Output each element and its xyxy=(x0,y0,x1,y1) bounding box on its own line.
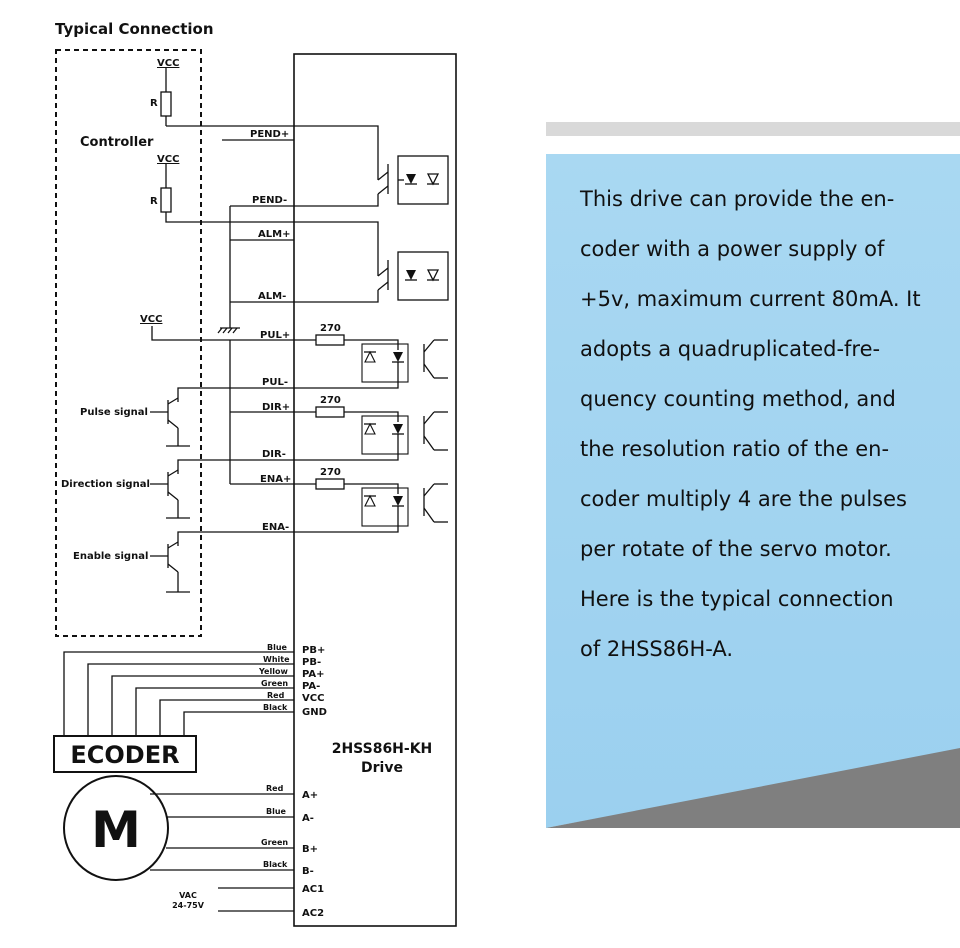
input-opto-pul: 270 xyxy=(294,323,448,389)
pin-pend-plus: PEND+ xyxy=(250,129,289,140)
pin-ac1: AC1 xyxy=(302,884,324,895)
info-line: This drive can provide the en- xyxy=(580,187,895,211)
power-label-vac: VAC xyxy=(179,891,197,900)
motor-label: M xyxy=(91,801,141,859)
drive-name: 2HSS86H-KH xyxy=(332,741,433,757)
optocoupler-alm xyxy=(294,251,449,303)
resistor-270-dir: 270 xyxy=(320,395,341,406)
motor-wire-red: Red xyxy=(266,784,284,793)
resistor-label-1: R xyxy=(150,98,158,109)
pin-pul-plus: PUL+ xyxy=(260,330,290,341)
controller-box xyxy=(55,49,202,637)
vcc-label-3: VCC xyxy=(140,314,162,325)
transistor-enable: Enable signal xyxy=(73,541,190,593)
pin-pa-plus: PA+ xyxy=(302,669,325,680)
drive-box xyxy=(293,53,457,927)
vcc-label-2: VCC xyxy=(157,154,179,165)
resistor-label-2: R xyxy=(150,196,158,207)
pin-a-plus: A+ xyxy=(302,790,318,801)
enc-wire-black: Black xyxy=(263,703,288,712)
transistor-direction: Direction signal xyxy=(61,469,190,519)
pin-dir-minus: DIR- xyxy=(262,449,286,460)
info-line: the resolution ratio of the en- xyxy=(580,437,890,461)
enc-wire-green: Green xyxy=(261,679,288,688)
info-text: This drive can provide the en- coder wit… xyxy=(580,174,950,674)
pin-pa-minus: PA- xyxy=(302,681,320,692)
drive-name-2: Drive xyxy=(361,760,403,776)
diagram-title: Typical Connection xyxy=(55,20,214,38)
info-line: +5v, maximum current 80mA. It xyxy=(580,287,921,311)
vcc-label-1: VCC xyxy=(157,58,179,69)
input-opto-dir: 270 xyxy=(294,395,448,461)
resistor-1 xyxy=(160,91,172,117)
encoder-box xyxy=(53,735,197,773)
enc-wire-red: Red xyxy=(267,691,285,700)
pin-alm-minus: ALM- xyxy=(258,291,286,302)
direction-signal-label: Direction signal xyxy=(61,479,150,490)
pin-gnd: GND xyxy=(302,707,327,718)
pin-pend-minus: PEND- xyxy=(252,195,287,206)
pin-pul-minus: PUL- xyxy=(262,377,288,388)
controller-label: Controller xyxy=(80,135,154,150)
pulse-signal-label: Pulse signal xyxy=(80,407,148,418)
info-line: per rotate of the servo motor. xyxy=(580,537,892,561)
resistor-270-ena: 270 xyxy=(320,467,341,478)
pin-pb-minus: PB- xyxy=(302,657,321,668)
pin-b-minus: B- xyxy=(302,866,314,877)
pin-dir-plus: DIR+ xyxy=(262,402,290,413)
pin-b-plus: B+ xyxy=(302,844,318,855)
motor-wire-blue: Blue xyxy=(266,807,287,816)
info-line: of 2HSS86H-A. xyxy=(580,637,734,661)
info-line: Here is the typical connection xyxy=(580,587,894,611)
encoder-label: ECODER xyxy=(70,741,179,769)
pin-ena-plus: ENA+ xyxy=(260,474,291,485)
pin-ena-minus: ENA- xyxy=(262,522,289,533)
motor-circle xyxy=(63,775,169,881)
resistor-270-pul: 270 xyxy=(320,323,341,334)
pin-pb-plus: PB+ xyxy=(302,645,325,656)
info-line: coder multiply 4 are the pulses xyxy=(580,487,907,511)
motor-wiring: Red Blue Green Black A+ A- B+ B- xyxy=(150,784,318,877)
enc-wire-blue: Blue xyxy=(267,643,288,652)
enc-wire-white: White xyxy=(263,655,290,664)
enc-wire-yellow: Yellow xyxy=(258,667,288,676)
pin-a-minus: A- xyxy=(302,813,314,824)
enable-signal-label: Enable signal xyxy=(73,551,148,562)
power-wiring: VAC 24-75V AC1 AC2 xyxy=(172,884,324,919)
info-line: adopts a quadruplicated-fre- xyxy=(580,337,881,361)
pin-alm-plus: ALM+ xyxy=(258,229,290,240)
motor-wire-black: Black xyxy=(263,860,288,869)
optocoupler-pend xyxy=(294,155,449,207)
info-top-bar xyxy=(546,122,960,136)
encoder-wiring: Blue White Yellow Green Red Black PB+ PB… xyxy=(63,643,327,736)
info-line: coder with a power supply of xyxy=(580,237,885,261)
power-label-range: 24-75V xyxy=(172,901,205,910)
resistor-2 xyxy=(160,187,172,213)
pin-vcc: VCC xyxy=(302,693,324,704)
info-line: quency counting method, and xyxy=(580,387,896,411)
motor-wire-green: Green xyxy=(261,838,288,847)
info-panel xyxy=(546,154,960,828)
pin-ac2: AC2 xyxy=(302,908,324,919)
input-opto-ena: 270 xyxy=(294,467,448,533)
transistor-pulse: Pulse signal xyxy=(80,397,190,447)
